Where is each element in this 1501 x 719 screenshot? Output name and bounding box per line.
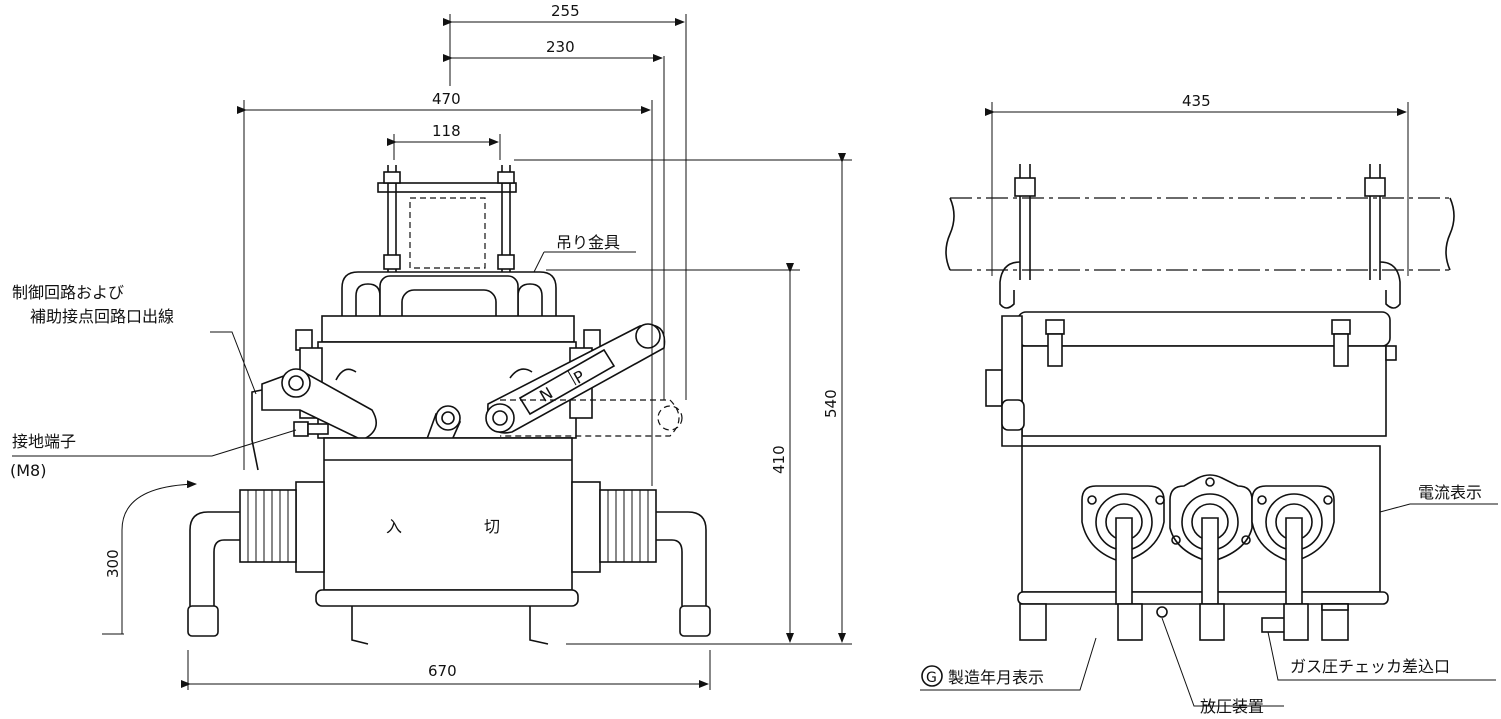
np-lever [485,323,666,434]
pressure-relief [1156,606,1168,618]
dim-300: 300 [104,549,122,578]
front-view: N P 入 切 [10,2,852,690]
ground-terminal-size: (M8) [10,461,46,480]
control-circuit-label-line1: 制御回路および [12,283,124,302]
lever-alternate-position [500,399,683,437]
dim-470: 470 [432,90,461,108]
side-bushing-1 [1081,485,1165,641]
dim-670: 670 [428,662,457,680]
gas-checker-label: ガス圧チェッカ差込口 [1290,657,1450,676]
side-upper-cover [985,311,1397,447]
dim-410: 410 [770,445,788,474]
dim-540: 540 [822,389,840,418]
control-circuit-label-line2: 補助接点回路口出線 [30,307,174,326]
handle-left [261,368,378,441]
bushing-left [187,481,325,637]
side-bushing-3 [1251,485,1335,641]
dim-118: 118 [432,122,461,140]
support-beam [945,197,1455,271]
lifting-bracket-label: 吊り金具 [556,233,620,252]
front-dimensions [102,14,852,690]
dim-435: 435 [1182,92,1211,110]
hanger-rods [377,165,517,275]
side-bushing-2 [1169,474,1253,641]
dim-230: 230 [546,38,575,56]
side-view: 435 電流表示 ガス圧チェッカ差込口 G 製造年月表示 放圧装置 [920,92,1498,716]
off-label: 切 [484,517,500,536]
current-indicator-label: 電流表示 [1418,483,1482,502]
front-leaders [12,251,636,457]
ground-terminal-label: 接地端子 [12,432,76,451]
mfg-date-label: 製造年月表示 [948,668,1044,687]
side-dimensions [985,102,1409,276]
ground-terminal [251,389,329,471]
mfg-mark-circle [921,665,943,687]
pressure-relief-label: 放圧装置 [1200,697,1264,716]
main-tank [315,437,579,645]
side-leaders [920,503,1498,707]
mfg-mark: G [926,670,937,686]
dim-255: 255 [551,2,580,20]
on-label: 入 [386,517,402,536]
side-hanger-rods [999,164,1401,309]
bushing-right [571,481,711,637]
